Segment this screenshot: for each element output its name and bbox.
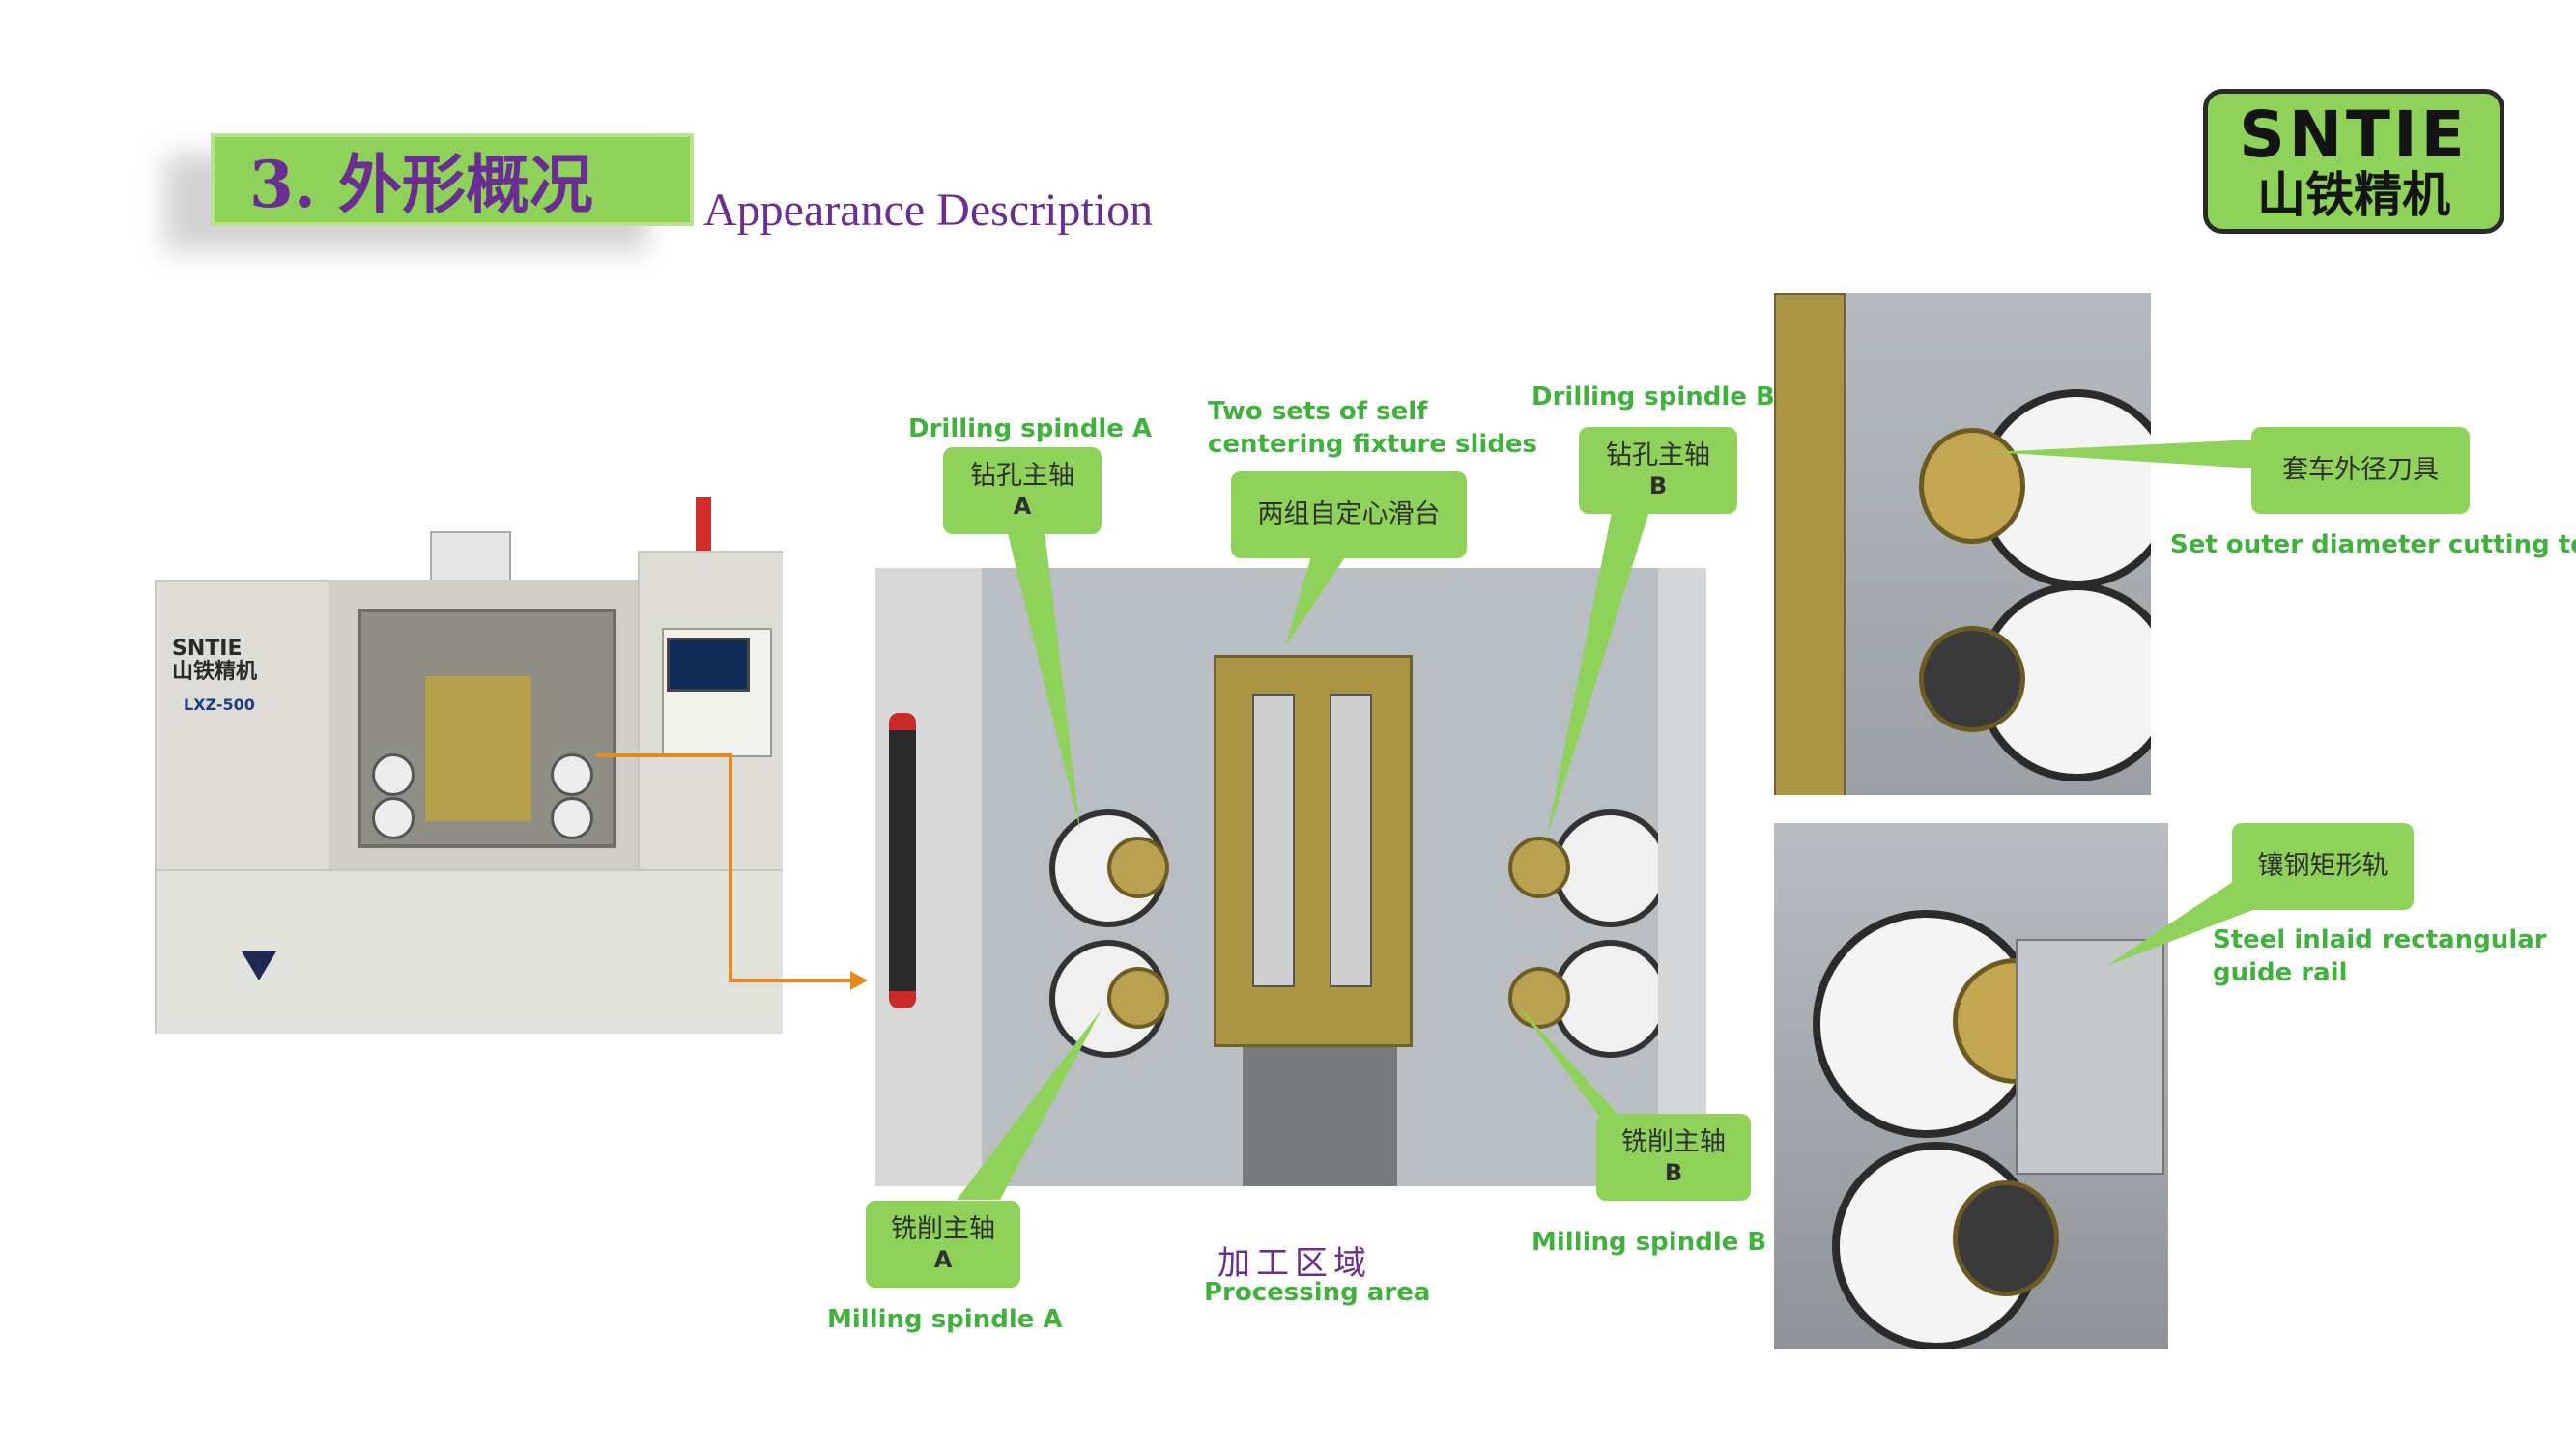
machine-photo: SNTIE 山铁精机 LXZ-500 (155, 493, 783, 1034)
milling-cutter (1919, 626, 2025, 732)
callout-mill-b-cn: 铣削主轴 (1621, 1127, 1726, 1158)
machine-spindle (551, 797, 593, 839)
processing-area-cn: 加工区域 (1217, 1244, 1372, 1283)
label-rail-line1: Steel inlaid rectangular (2213, 925, 2547, 954)
label-mill-a: Milling spindle A (827, 1305, 1063, 1334)
callout-fixture-cn: 两组自定心滑台 (1257, 498, 1441, 529)
steel-guide-rail (2016, 939, 2164, 1175)
processing-area-photo (875, 568, 1706, 1186)
section-subtitle: Appearance Description (703, 185, 1154, 236)
side-panel (1658, 568, 1706, 1186)
fixture-slides (1214, 655, 1413, 1047)
callout-drill-b-letter: B (1648, 471, 1668, 499)
door-handle (889, 713, 916, 1008)
machine-fixture (425, 676, 531, 821)
callout-tool-cn: 套车外径刀具 (2282, 454, 2439, 485)
section-title: 3. 外形概况 (211, 133, 694, 226)
machine-warning-triangle (242, 951, 276, 980)
slide-rail (1330, 694, 1372, 987)
label-mill-b: Milling spindle B (1531, 1228, 1767, 1257)
callout-mill-b-letter: B (1664, 1158, 1683, 1186)
slide-rail (1774, 293, 1846, 795)
machine-left-cabinet (155, 580, 332, 873)
orange-arrow-head (850, 971, 868, 990)
machine-model: LXZ-500 (184, 696, 255, 714)
cutting-tool-photo (1774, 293, 2151, 795)
callout-mill-a-cn: 铣削主轴 (891, 1214, 995, 1245)
machine-brand-en: SNTIE (172, 637, 243, 661)
processing-area-en: Processing area (1204, 1278, 1431, 1307)
spindle-hub (1107, 967, 1169, 1029)
machine-screen (667, 638, 750, 692)
slide-rail (1252, 694, 1295, 987)
logo-text-en: SNTIE (2239, 98, 2469, 172)
spindle-hub (1508, 837, 1570, 898)
milling-cutter (1953, 1180, 2059, 1296)
callout-mill-a-letter: A (933, 1245, 953, 1273)
label-rail: Steel inlaid rectangular guide rail (2213, 924, 2547, 990)
callout-mill-b: 铣削主轴 B (1596, 1114, 1751, 1201)
guide-rail-photo (1774, 823, 2168, 1349)
callout-tool: 套车外径刀具 (2251, 427, 2470, 514)
logo-text-cn: 山铁精机 (2257, 167, 2450, 223)
machine-spindle (372, 753, 415, 796)
spindle-hub (1107, 837, 1169, 898)
callout-mill-a: 铣削主轴 A (866, 1201, 1020, 1288)
machine-brand: SNTIE 山铁精机 (172, 637, 258, 685)
callout-fixture: 两组自定心滑台 (1231, 471, 1467, 558)
cutting-tool-head (1919, 428, 2025, 544)
callout-drill-b-cn: 钻孔主轴 (1606, 440, 1710, 471)
label-tool: Set outer diameter cutting tool (2170, 530, 2576, 559)
callout-rail-cn: 镶钢矩形轨 (2257, 850, 2389, 881)
machine-spindle (372, 797, 415, 839)
callout-drill-a-letter: A (1013, 492, 1032, 520)
callout-rail: 镶钢矩形轨 (2232, 823, 2414, 910)
label-rail-line2: guide rail (2213, 957, 2348, 987)
callout-drill-a-cn: 钻孔主轴 (970, 461, 1074, 492)
machine-spindle (551, 753, 593, 796)
spindle-hub (1508, 967, 1570, 1029)
callout-drill-b: 钻孔主轴 B (1579, 427, 1737, 514)
label-fixture-line1: Two sets of self (1208, 397, 1428, 426)
chip-floor (1243, 1032, 1397, 1186)
label-fixture: Two sets of self centering fixture slide… (1208, 396, 1537, 462)
label-drill-b: Drilling spindle B (1531, 383, 1775, 412)
machine-signal-lamp (696, 497, 711, 552)
brand-logo: SNTIE 山铁精机 (2203, 89, 2504, 234)
callout-drill-a: 钻孔主轴 A (943, 447, 1102, 534)
label-drill-a: Drilling spindle A (908, 414, 1153, 443)
label-fixture-line2: centering fixture slides (1208, 429, 1538, 459)
machine-brand-cn: 山铁精机 (172, 660, 258, 685)
